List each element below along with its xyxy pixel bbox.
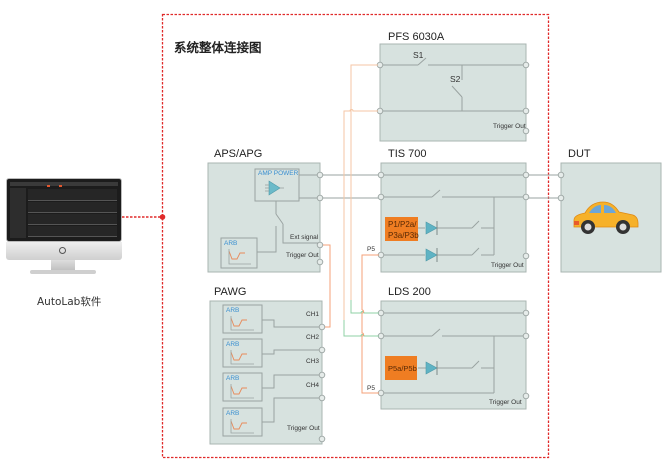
pfs-circuit <box>382 57 524 112</box>
pawg-ch1-label: CH1 <box>306 311 320 318</box>
ext-signal-wire <box>323 244 331 328</box>
amp-power-label: AMP POWER <box>258 170 299 177</box>
aps-arb-waveform <box>228 250 245 260</box>
system-frame <box>161 13 550 459</box>
pawg-ch3-label: CH3 <box>306 358 320 365</box>
pawg-arb-3-label: ARB <box>226 375 240 382</box>
car-icon <box>571 199 641 237</box>
pawg-terminals <box>318 323 326 443</box>
switch-s2-label: S2 <box>450 74 461 84</box>
ext-signal-label: Ext signal <box>290 234 319 241</box>
pfs-box <box>379 43 527 142</box>
monitor-icon <box>6 178 122 260</box>
p5-wires <box>361 254 379 394</box>
dut-terminals <box>557 171 565 202</box>
aps-label: APS/APG <box>214 148 263 160</box>
aps-terminals <box>316 171 324 266</box>
aps-trigger-out-label: Trigger Out <box>286 252 319 259</box>
lds-feed-wires <box>343 300 379 337</box>
lds-p5-label: P5 <box>367 385 375 392</box>
pawg-circuit <box>262 319 320 423</box>
pawg-arb-blocks <box>222 304 263 437</box>
amp-input-ticks <box>265 184 284 192</box>
lds-pulse-generator-block: P5a/P5b <box>385 356 417 380</box>
tis-tvs-diodes <box>425 221 438 262</box>
pawg-arb-axes <box>230 316 254 434</box>
tis-pulse-line1: P1/P2a/ <box>388 220 417 229</box>
pawg-label: PAWG <box>214 286 247 298</box>
pawg-ch2-label: CH2 <box>306 334 320 341</box>
pfs-feed-wires <box>343 64 378 335</box>
pfs-terminals <box>376 61 530 135</box>
monitor-base <box>30 270 96 274</box>
aps-circuit <box>257 174 318 253</box>
lds-trigger-out-label: Trigger Out <box>489 399 522 406</box>
monitor-screen <box>6 178 122 242</box>
pawg-arb-1-label: ARB <box>226 307 240 314</box>
switch-s1-label: S1 <box>413 50 424 60</box>
tis-terminals <box>377 171 530 260</box>
aps-arb-axes <box>228 249 251 265</box>
computer-link-dot <box>159 214 166 220</box>
monitor-chin <box>6 242 122 260</box>
aps-arb-label: ARB <box>224 240 238 247</box>
pawg-trigger-out-label: Trigger Out <box>287 425 320 432</box>
amp-power-block <box>254 168 300 202</box>
tis-pulse-line2: P3a/P3b <box>388 231 419 240</box>
autolab-software-label: AutoLab软件 <box>37 296 102 308</box>
lds-circuit <box>383 312 524 394</box>
tis-trigger-out-label: Trigger Out <box>491 262 524 269</box>
lds-label: LDS 200 <box>388 286 431 298</box>
pawg-arb-2-label: ARB <box>226 341 240 348</box>
tis-label: TIS 700 <box>388 148 427 160</box>
monitor-stand <box>51 260 75 272</box>
pawg-arb-4-label: ARB <box>226 410 240 417</box>
diagram-title: 系统整体连接图 <box>174 40 262 55</box>
tis-circuit <box>383 174 524 256</box>
tis-p5-label: P5 <box>367 246 375 253</box>
pawg-ch4-label: CH4 <box>306 382 320 389</box>
tis-pulse-generator-block: P1/P2a/ P3a/P3b <box>385 217 419 241</box>
lds-box <box>380 300 527 410</box>
pfs-label: PFS 6030A <box>388 31 445 43</box>
lds-terminals <box>377 309 530 400</box>
pfs-trigger-out-label: Trigger Out <box>493 123 526 130</box>
dut-label: DUT <box>568 148 591 160</box>
aps-arb-block <box>220 237 258 269</box>
pawg-arb-waveforms <box>230 317 247 430</box>
lds-tvs-diode <box>425 361 438 375</box>
